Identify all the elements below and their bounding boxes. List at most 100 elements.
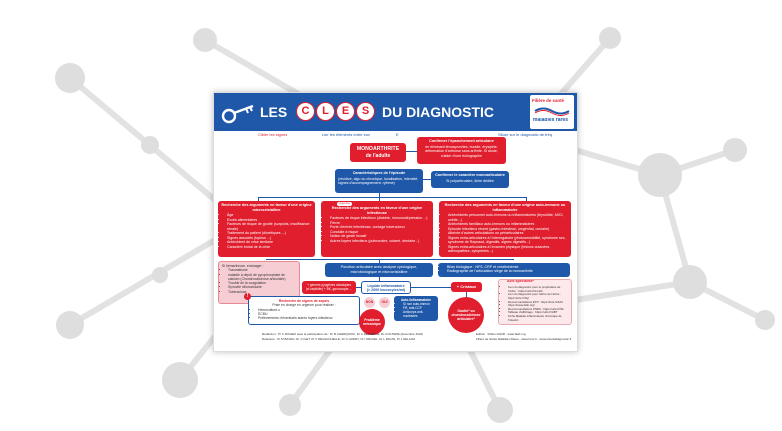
probleme-mecanique-circle: Problème mécanique (359, 309, 385, 335)
cibler-label: Cibler les signes (258, 133, 288, 137)
monoarthrite-title: MONOARTHRITE (356, 146, 400, 152)
connector-down-mid (379, 193, 381, 201)
list-item: ECBU (258, 312, 356, 316)
bilan-box: Bilan biologique : NFS, CRP et créatinin… (438, 263, 570, 277)
micro-title: Recherche des arguments en faveur d'une … (221, 203, 312, 212)
avis-list: Lien du diagnostic pour le propriétaire … (502, 285, 568, 322)
sepsis-list: Hémoculture.s ECBU Prélèvements d'éventu… (252, 308, 356, 321)
confirm-effusion-box: Confirmer l'épanchement articulaire en é… (417, 137, 506, 164)
auto-inflam-title: Auto-/Inflammatoire (400, 298, 432, 302)
liquide-sub: (> 2000 leucocytes/ml) (366, 288, 406, 293)
sepsis-sub: Prise en charge en urgence pour réaliser… (272, 303, 336, 308)
letter-e: E (336, 102, 355, 121)
connector-liquide (379, 277, 381, 281)
monoarthrite-sub: de l'adulte (365, 152, 391, 159)
auto-inflam-box: Auto-/Inflammatoire Si non auto-immun FR… (394, 296, 438, 321)
infect-list: Facteurs de risque infectieux (diabète, … (324, 216, 430, 243)
list-item: Signes associés (tophus ...) (227, 236, 312, 240)
bilan-list: Bilan biologique : NFS, CRP et créatinin… (441, 265, 567, 274)
list-item: Caractère brutal de la crise (227, 245, 312, 249)
list-item: Synovite villonodulaire (228, 285, 296, 289)
list-item: Signes extra-articulaires à l'examen phy… (448, 245, 568, 254)
list-item: Lien du diagnostic pour le propriétaire … (508, 285, 568, 293)
list-item: Si non auto-immun (403, 302, 435, 306)
list-item: Antécédent de crise similaire (227, 240, 312, 244)
list-item: Âge (227, 213, 312, 217)
infectious-box: urgence Recherche des arguments en faveu… (321, 201, 433, 257)
list-item: FR, anti-CCP (403, 306, 435, 310)
list-item: Traitement du patient (diurétiques ...) (227, 231, 312, 235)
logo-line2: maladies rares (533, 118, 569, 123)
list-item: Fièvre (330, 221, 430, 225)
infect-title: Recherche des arguments en faveur d'une … (331, 206, 423, 215)
footer-right2: Filière de Santé Maladies Rares - www.fs… (476, 338, 572, 341)
list-item: Recommandations PNDS : https://urls.fr/i… (508, 307, 568, 312)
germes-box: + germes pyogènes classiques (si septici… (302, 281, 356, 294)
connector-down-right (526, 197, 528, 201)
footer-line1: Rédaction : Pr C RICHEZ avec la particip… (262, 333, 424, 336)
title-du-diagnostic: DU DIAGNOSTIC (382, 104, 494, 120)
letter-l: L (316, 102, 335, 121)
goutte-circle: Goutte* ou chondrocalcinose articulaire* (448, 297, 484, 333)
goutte-text: Goutte* ou chondrocalcinose articulaire* (451, 309, 481, 321)
list-item: Facteurs de risque infectieux (diabète, … (330, 216, 430, 220)
auto-title: Recherche des arguments en faveur d'une … (444, 203, 566, 212)
auto-inflam-list: Si non auto-immun FR, anti-CCP Anticorps… (397, 302, 435, 318)
list-item: https://www.fai2r.org/ (508, 303, 568, 308)
list-item: Prélèvements d'éventuels autres foyers i… (258, 316, 356, 320)
list-item: Fiche Maladie inflammatoire chronique de… (508, 314, 568, 322)
diagnostic-poster: LES C L E S DU DIAGNOSTIC Filière de san… (213, 92, 578, 352)
list-item: Autres foyers infectieux (pulmonaire, cu… (330, 239, 430, 243)
micro-list: Âge Excès alimentaires Facteurs de risqu… (221, 213, 312, 249)
list-item: Radiographie de l'articulation siège de … (447, 269, 567, 273)
list-item: Episode infectieux récent (gastro-intest… (448, 227, 568, 231)
connector-split (258, 197, 526, 199)
filiere-logo: Filière de santé maladies rares (530, 95, 574, 129)
connector-ponction (379, 259, 381, 263)
title-les: LES (260, 104, 288, 120)
non-circle: NON (364, 297, 375, 308)
list-item: Anticorps anti-nucléaires (403, 310, 435, 318)
episode-text: (récidive, aigu ou chronique, localisati… (338, 176, 419, 186)
mono-confirm-text: Si polyarticulaire, fiche dédiée (446, 178, 494, 183)
list-item: Conduite à risque (330, 230, 430, 234)
list-item: Porte d'entrée infectieuse, contage tube… (330, 225, 430, 229)
list-item: Facteurs de risque de goutte (surpoids, … (227, 222, 312, 231)
connector-top (406, 151, 417, 153)
connector-down-left (258, 197, 260, 201)
probleme-text: Problème mécanique (363, 318, 381, 326)
urgence-badge: urgence (337, 201, 352, 206)
list-item: Bilan biologique : NFS, CRP et créatinin… (447, 265, 567, 269)
footer-right1: Edition : Filière FAI2R - www.fai2r.org (476, 333, 526, 336)
oui-circle: OUI (379, 297, 390, 308)
liquide-box: Liquide inflammatoire (> 2000 leucocytes… (361, 281, 411, 294)
hemarthrosis-intro: Si hémarthrose, envisager : (222, 264, 264, 268)
list-item: Hémoculture.s (258, 308, 356, 312)
avis-box: Avis spécialisé* Lien du diagnostic pour… (498, 279, 572, 325)
liquide-title: Liquide inflammatoire (367, 284, 405, 288)
confirm-effusion-title: Confirmer l'épanchement articulaire (429, 139, 494, 143)
key-icon (221, 104, 254, 124)
mono-confirm-title: Confirmer le caractère monoarticulaire (435, 173, 505, 177)
logo-line1: Filière de santé (532, 98, 564, 103)
microcrystalline-box: Recherche des arguments en faveur d'une … (218, 201, 315, 257)
connector-join (266, 259, 514, 261)
lier-label: Lier les éléments entre eux (322, 133, 371, 137)
cristaux-text: + Cristaux (456, 284, 477, 289)
footer-line2: Relecture : Pr M BAYEN, Dr J CLET, Pr V … (262, 338, 415, 341)
list-item: Recommandations ETP : https://urls.fr/A2… (508, 300, 568, 305)
hemarthrosis-list: Traumatisme maladie à dépôt de pyrophosp… (222, 268, 296, 294)
connector-germes (356, 287, 361, 289)
poster-header (214, 93, 577, 131)
avis-title: Avis spécialisé* (507, 279, 535, 284)
letter-c: C (296, 102, 315, 121)
list-item: Tuberculose (228, 290, 296, 294)
list-item: Lien du diagnostic pour l'arbre de l'arb… (508, 292, 568, 300)
logo-wave-icon (534, 107, 570, 116)
list-item: Traumatisme (228, 268, 296, 272)
list-item: Atteinte d'autres articulations ou péria… (448, 231, 568, 235)
list-item: Trouble de la coagulation (228, 281, 296, 285)
alert-icon: ! (244, 293, 251, 300)
autoimmune-box: Recherche des arguments en faveur d'une … (439, 201, 571, 257)
